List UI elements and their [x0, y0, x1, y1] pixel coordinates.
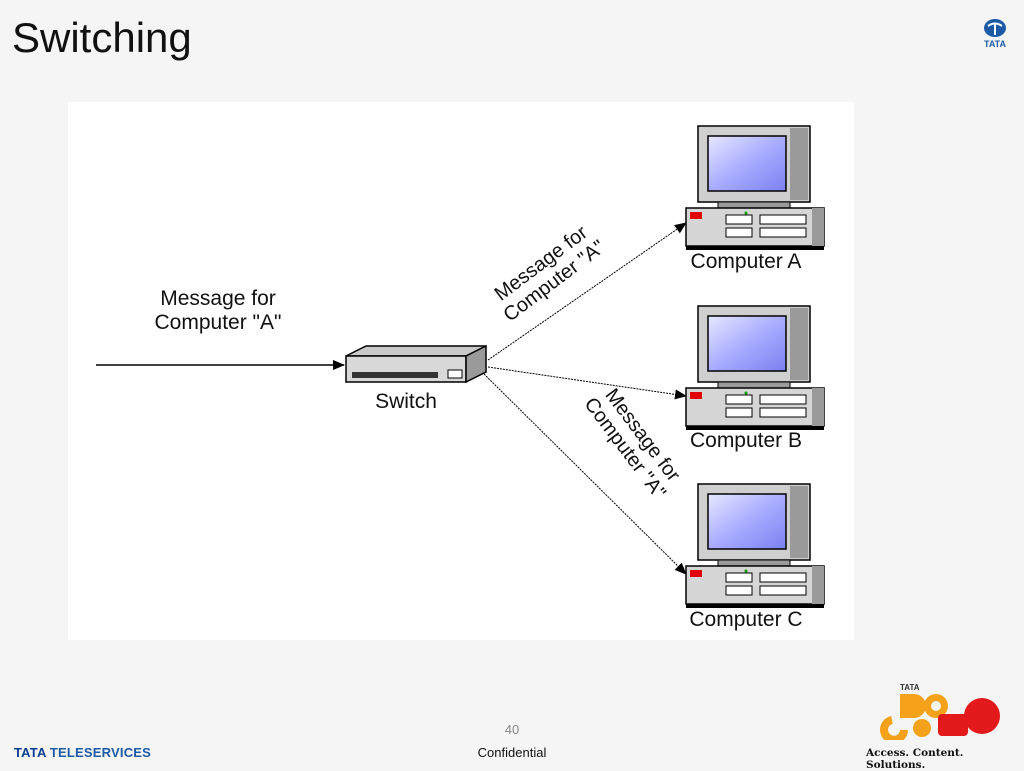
tata-logo-icon: TATA	[984, 19, 1006, 48]
switch-device-icon	[345, 344, 487, 384]
footer-brand-part1: TATA	[14, 745, 47, 760]
docomo-logo-icon: TATA	[880, 683, 1000, 740]
switch-label: Switch	[375, 390, 437, 413]
computer-b-icon	[685, 305, 825, 431]
computer-b-label: Computer B	[690, 429, 802, 452]
page-number: 40	[504, 722, 520, 737]
footer-brand-part2: TELESERVICES	[49, 745, 152, 760]
svg-text:TATA: TATA	[900, 683, 920, 692]
arrow-to-computer-b	[487, 366, 687, 400]
computer-c-label: Computer C	[689, 608, 802, 631]
footer-brand: TATA TELESERVICES	[14, 745, 151, 760]
tagline: Access. Content. Solutions.	[866, 747, 964, 771]
slide-title: Switching	[12, 14, 192, 61]
incoming-message-label-line2: Computer "A"	[155, 311, 282, 334]
svg-text:TATA: TATA	[984, 39, 1006, 48]
arrow-to-computer-a	[487, 222, 687, 361]
computer-a-icon	[685, 125, 825, 251]
incoming-message-label: Message for	[160, 287, 276, 310]
confidential-label: Confidential	[477, 745, 547, 760]
switching-diagram: Message for Computer "A" Switch Message …	[68, 102, 854, 640]
arrow-to-computer-c	[483, 373, 687, 575]
computer-a-label: Computer A	[691, 250, 802, 273]
computer-c-icon	[685, 483, 825, 609]
